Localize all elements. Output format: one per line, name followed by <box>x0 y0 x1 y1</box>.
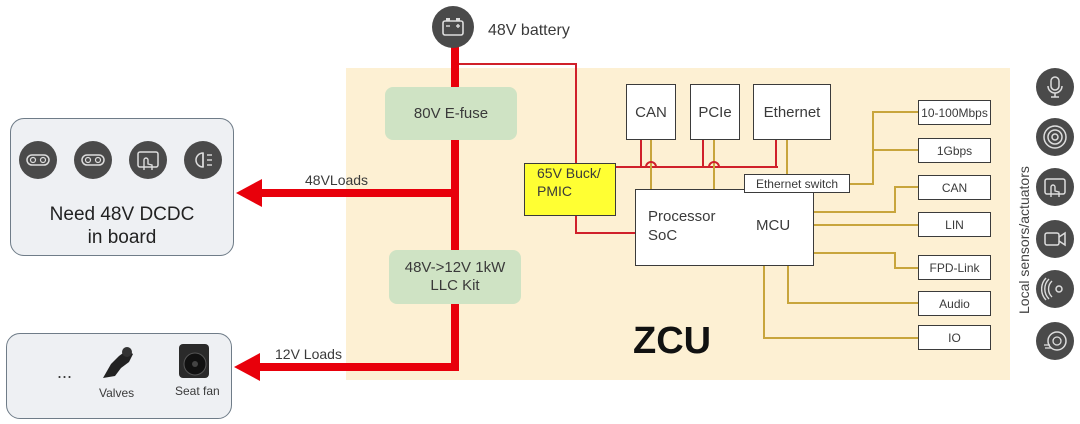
battery-icon <box>432 6 474 48</box>
loads-48v-panel: Need 48V DCDC in board <box>10 118 234 256</box>
interface-1gbps: 1Gbps <box>918 138 991 163</box>
pmic-block: 65V Buck/ PMIC <box>524 163 616 216</box>
llc-label-line1: 48V->12V 1kW <box>404 259 506 276</box>
can-label: CAN <box>635 103 667 121</box>
seat-fan-label: Seat fan <box>175 384 220 398</box>
interface-fpd-link: FPD-Link <box>918 255 991 280</box>
interface-label: 10-100Mbps <box>921 105 988 120</box>
pmic-supply-line <box>455 63 577 165</box>
zcu-title: ZCU <box>633 320 712 362</box>
interface-lin: LIN <box>918 212 991 237</box>
mcu-to-can <box>813 186 918 213</box>
headlight-icon <box>184 141 222 179</box>
can-block: CAN <box>626 84 676 140</box>
switch-to-10-100 <box>850 111 918 185</box>
seat-fan-icon <box>177 342 213 380</box>
loads-12v-arrowhead <box>234 353 260 381</box>
touchscreen-icon <box>1036 168 1074 206</box>
loads-48v-label: 48VLoads <box>305 172 369 188</box>
speaker-icon <box>1036 118 1074 156</box>
llc-label-line2: LLC Kit <box>430 277 480 294</box>
radar-icon <box>1036 270 1074 308</box>
llc-block: 48V->12V 1kW LLC Kit <box>389 250 521 304</box>
ethernet-label: Ethernet <box>763 103 821 121</box>
loads-48v-caption: Need 48V DCDC in board <box>11 203 233 249</box>
valves-label: Valves <box>99 386 135 400</box>
wheel-speed-icon <box>1036 322 1074 360</box>
efuse-block: 80V E-fuse <box>385 87 517 140</box>
interface-label: LIN <box>945 217 964 232</box>
battery-label: 48V battery <box>488 22 570 39</box>
interface-label: 1Gbps <box>936 143 973 158</box>
mcu-to-audio <box>787 265 918 304</box>
efuse-label: 80V E-fuse <box>413 104 489 122</box>
pmic-label-line1: 65V Buck/ <box>537 165 601 181</box>
pcie-label: PCIe <box>698 103 732 121</box>
camera-icon <box>1036 220 1074 258</box>
processor-label: Processor SoC <box>648 207 716 245</box>
microphone-icon <box>1036 68 1074 106</box>
ethernet-switch-label: Ethernet switch <box>755 176 839 191</box>
interface-label: CAN <box>941 180 968 195</box>
processor-label-line1: Processor <box>648 208 716 225</box>
loads-12v-label: 12V Loads <box>275 346 342 362</box>
crossover-can <box>645 161 657 168</box>
interface-label: Audio <box>939 296 970 311</box>
instrument-cluster-icon <box>19 141 57 179</box>
mcu-label: MCU <box>756 217 791 234</box>
touchscreen-icon <box>129 141 167 179</box>
instrument-cluster-icon <box>74 141 112 179</box>
interface-label: FPD-Link <box>929 260 980 275</box>
interface-label: IO <box>948 330 961 345</box>
ethernet-switch-block: Ethernet switch <box>744 174 850 193</box>
interface-io: IO <box>918 325 991 350</box>
loads-48v-arrowhead <box>236 179 262 207</box>
pcie-block: PCIe <box>690 84 740 140</box>
loads-48v-caption-line2: in board <box>87 227 157 248</box>
interface-10-100mbps: 10-100Mbps <box>918 100 991 125</box>
crossover-pcie <box>708 161 720 168</box>
loads-48v-caption-line1: Need 48V DCDC <box>49 204 195 225</box>
valve-icon <box>97 342 141 382</box>
pmic-label-line2: PMIC <box>537 183 572 199</box>
processor-mcu-block: Processor SoC MCU <box>635 189 814 266</box>
pmic-to-soc-line <box>575 215 636 234</box>
mcu-to-io <box>763 265 918 339</box>
local-sensors-label: Local sensors/actuators <box>1016 166 1032 314</box>
processor-label-line2: SoC <box>648 227 678 244</box>
interface-can: CAN <box>918 175 991 200</box>
loads-12v-panel: ... Valves Seat fan <box>6 333 232 419</box>
more-items-ellipsis: ... <box>57 362 73 382</box>
mcu-to-fpd <box>813 252 918 269</box>
ethernet-block: Ethernet <box>753 84 831 140</box>
interface-audio: Audio <box>918 291 991 316</box>
